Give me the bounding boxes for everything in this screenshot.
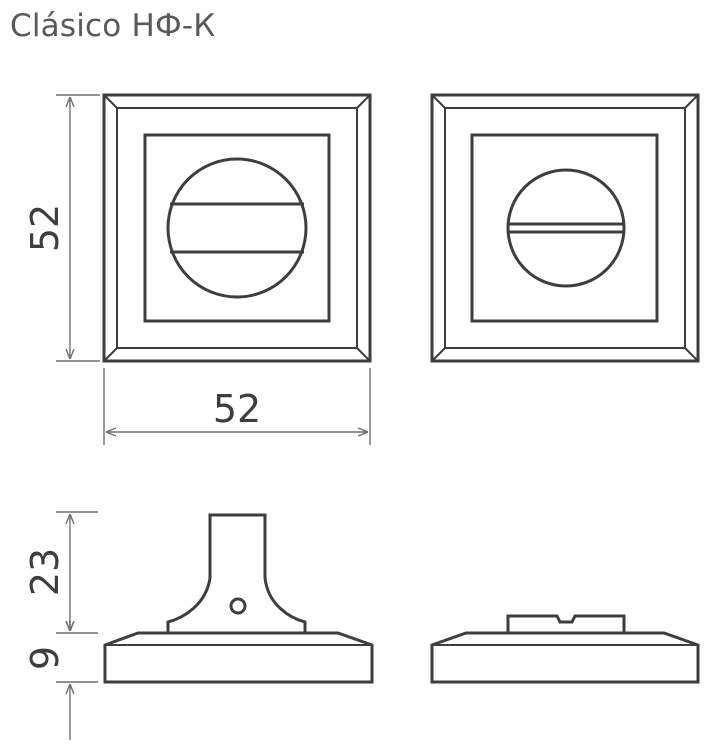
spindle-profile xyxy=(166,513,307,635)
dimension-front-width: 52 xyxy=(103,368,371,445)
dimension-label-front-width: 52 xyxy=(213,387,261,431)
outer-plate-bevel xyxy=(116,107,358,349)
outer-plate-edge xyxy=(430,93,700,363)
outer-plate-bevel xyxy=(444,107,686,349)
dimension-front-height: 52 xyxy=(23,94,100,362)
outer-plate-edge xyxy=(102,93,372,363)
front-view-knob xyxy=(102,93,372,363)
side-view-slot xyxy=(430,614,700,684)
page-title: Clásico НФ-К xyxy=(10,8,216,44)
dimension-side-stack: 23 9 xyxy=(23,511,98,740)
side-view-knob xyxy=(103,513,374,684)
slot-circle xyxy=(506,168,626,288)
turn-piece-profile xyxy=(506,614,626,633)
base-profile xyxy=(103,631,374,684)
dimension-label-front-height: 52 xyxy=(23,204,67,252)
screw-hole xyxy=(229,597,247,615)
inner-plate xyxy=(143,133,331,323)
base-profile xyxy=(430,631,700,684)
dimension-label-spindle-height: 23 xyxy=(23,548,67,596)
knob-circle xyxy=(166,157,308,299)
dimension-label-base-height: 9 xyxy=(23,646,67,670)
front-view-slot xyxy=(430,93,700,363)
inner-plate xyxy=(470,133,659,323)
